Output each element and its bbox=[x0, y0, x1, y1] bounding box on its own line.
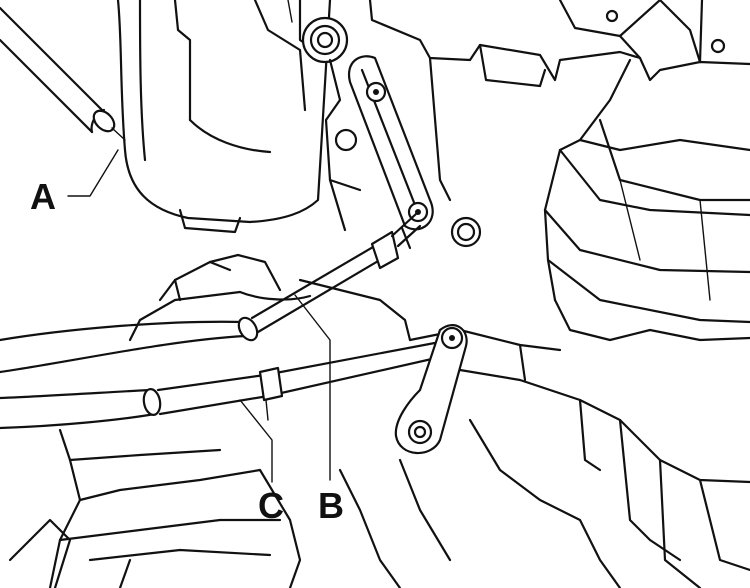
bottom-ducting bbox=[8, 428, 452, 588]
upper-housing bbox=[116, 0, 332, 234]
upper-bushing bbox=[301, 16, 349, 64]
callout-label-b: B bbox=[318, 485, 344, 526]
cable-b bbox=[0, 212, 422, 374]
callout-label-a: A bbox=[30, 176, 56, 217]
callout-leaders bbox=[67, 149, 331, 483]
callout-label-c: C bbox=[258, 485, 284, 526]
right-ducting bbox=[543, 58, 750, 342]
upper-lever bbox=[324, 55, 434, 232]
cable-c bbox=[0, 340, 447, 430]
lower-lever bbox=[394, 324, 468, 455]
upper-right-housing bbox=[298, 0, 750, 202]
rod-a bbox=[0, 6, 126, 141]
lower-housing bbox=[128, 253, 750, 588]
center-bolt bbox=[450, 216, 482, 248]
